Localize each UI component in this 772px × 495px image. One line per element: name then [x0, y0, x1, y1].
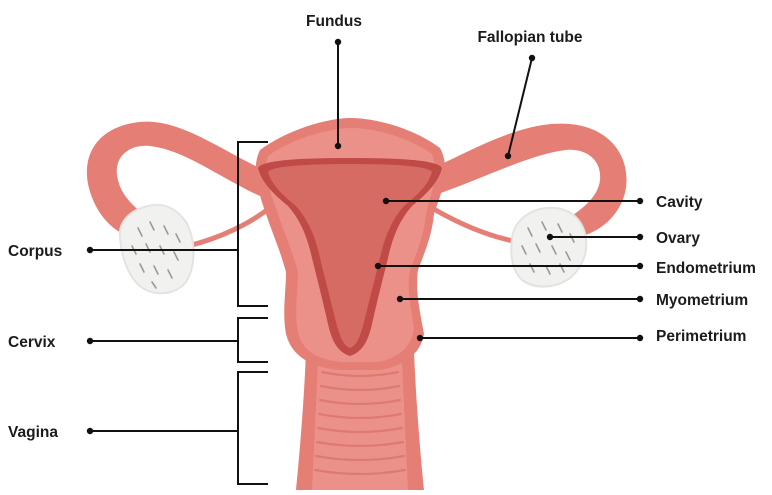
label-fundus: Fundus	[306, 13, 362, 30]
right-ovary	[511, 208, 586, 287]
right-ovarian-ligament	[432, 208, 518, 242]
perimetrium-dot-end	[637, 335, 643, 341]
endometrium-dot-start	[375, 263, 381, 269]
cervix-dot	[87, 338, 93, 344]
vagina-bracket	[238, 372, 268, 484]
fundus-dot-bottom	[335, 143, 341, 149]
fallopian-dot-bottom	[505, 153, 511, 159]
uterus-illustration	[87, 118, 627, 490]
label-vagina: Vagina	[8, 424, 58, 441]
label-myometrium: Myometrium	[656, 292, 748, 309]
cervix-bracket	[238, 318, 268, 362]
label-perimetrium: Perimetrium	[656, 328, 746, 345]
ovary-dot-start	[547, 234, 553, 240]
ovary-dot-end	[637, 234, 643, 240]
label-cervix: Cervix	[8, 334, 56, 351]
vagina-dot	[87, 428, 93, 434]
left-ovarian-ligament	[188, 206, 272, 246]
label-cavity: Cavity	[656, 194, 703, 211]
cavity-dot-end	[637, 198, 643, 204]
myometrium-dot-start	[397, 296, 403, 302]
label-ovary: Ovary	[656, 230, 700, 247]
myometrium-dot-end	[637, 296, 643, 302]
fallopian-dot-top	[529, 55, 535, 61]
cavity-dot-start	[383, 198, 389, 204]
endometrium-dot-end	[637, 263, 643, 269]
label-endometrium: Endometrium	[656, 260, 756, 277]
corpus-dot	[87, 247, 93, 253]
label-fallopian-tube: Fallopian tube	[477, 29, 582, 46]
perimetrium-dot-start	[417, 335, 423, 341]
fundus-dot-top	[335, 39, 341, 45]
label-corpus: Corpus	[8, 243, 62, 260]
